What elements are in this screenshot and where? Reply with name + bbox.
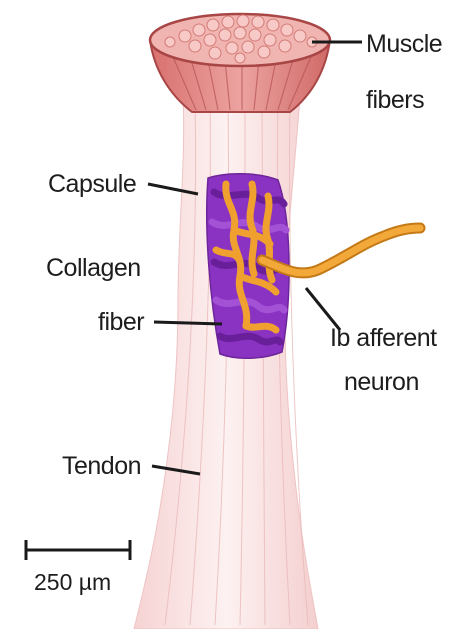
capsule-label: Capsule: [48, 170, 136, 198]
ib-afferent-label-line1: Ib afferent: [330, 324, 437, 352]
scale-bar: 250 µm: [26, 540, 130, 595]
collagen-fiber-label-line2: fiber: [98, 308, 144, 336]
muscle-fibers: [150, 14, 330, 112]
tendon-label: Tendon: [62, 452, 141, 480]
collagen-fiber-leader: [154, 322, 222, 324]
scale-bar-label: 250 µm: [34, 569, 111, 595]
collagen-fiber-label-line1: Collagen: [46, 254, 141, 282]
muscle-fibers-label-line2: fibers: [366, 86, 424, 114]
ib-afferent-label-line2: neuron: [344, 368, 419, 396]
muscle-fibers-label-line1: Muscle: [366, 30, 442, 58]
